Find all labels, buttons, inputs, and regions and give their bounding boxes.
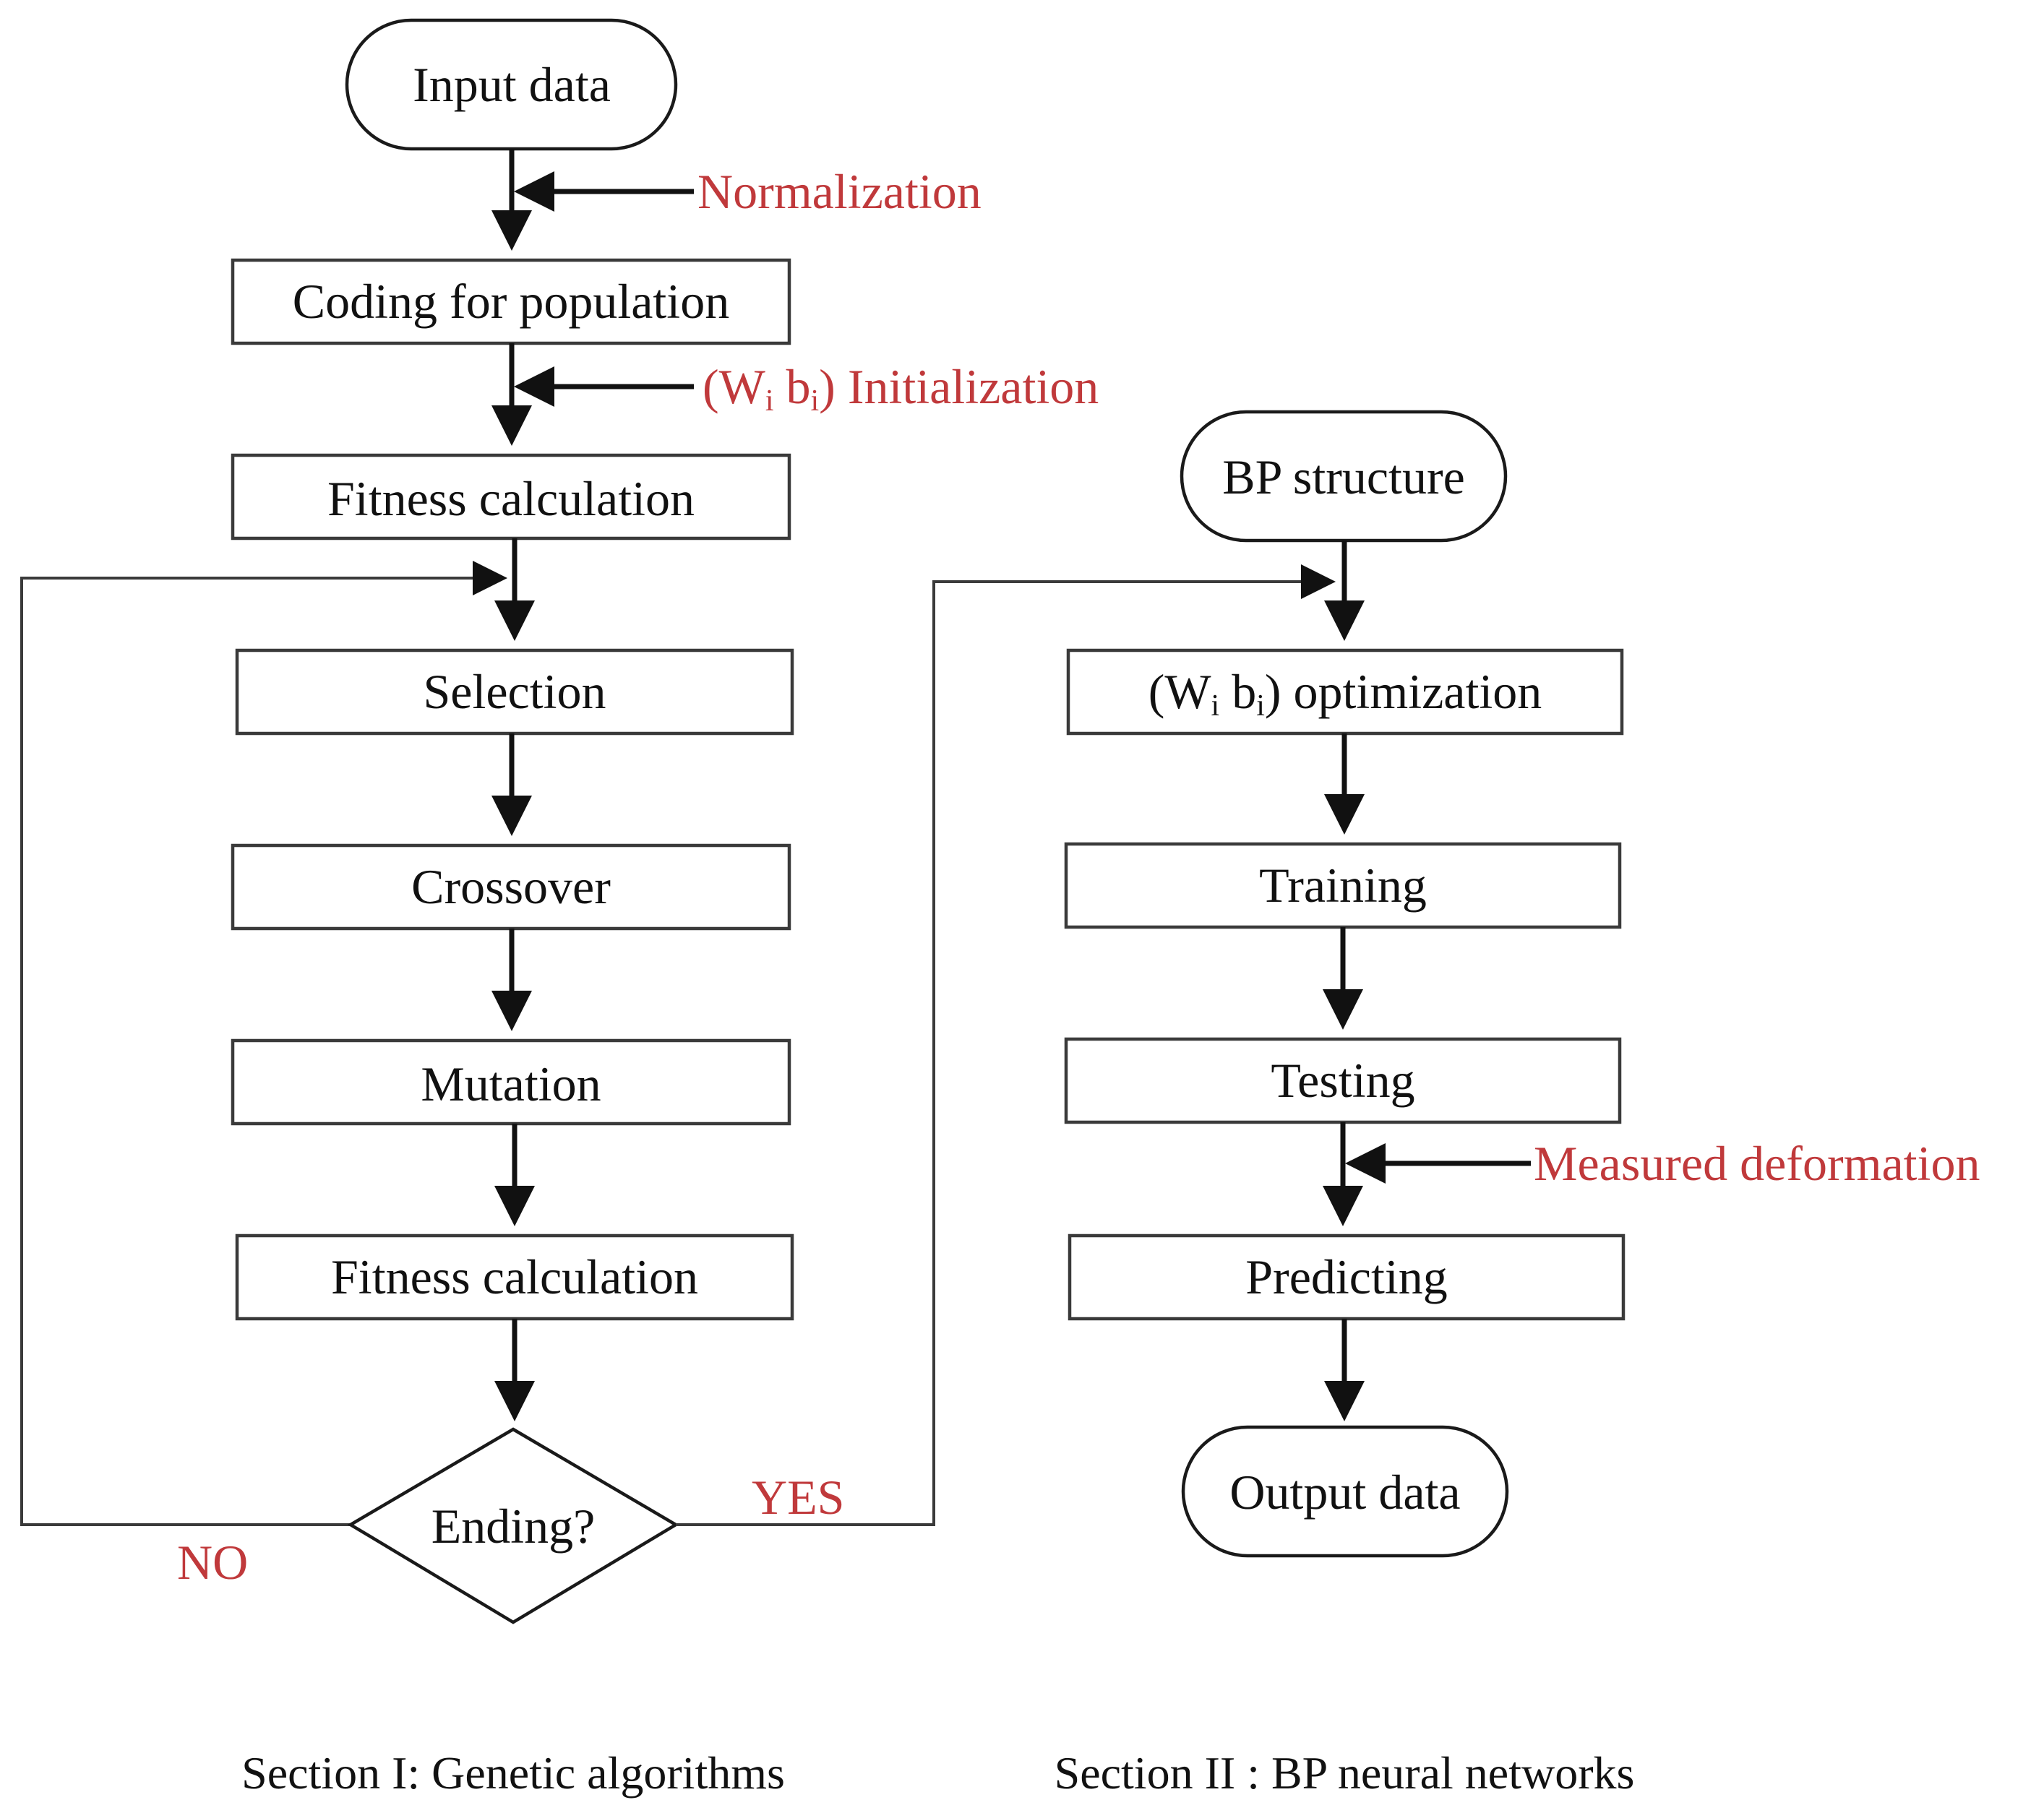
predicting-label: Predicting [1245, 1249, 1448, 1304]
input-data-label: Input data [413, 57, 611, 112]
coding-for-population-box [231, 258, 791, 345]
optimization-label: (Wi bi) optimization [1148, 664, 1542, 723]
section-2-caption: Section II : BP neural networks [1055, 1747, 1635, 1799]
testing-label: Testing [1271, 1053, 1414, 1108]
no-loop-line [20, 561, 507, 1526]
yes-connector-line [676, 564, 1336, 1526]
ending-decision-label: Ending? [431, 1499, 596, 1554]
mutation-label: Mutation [421, 1056, 601, 1111]
fitness-calculation-label-1: Fitness calculation [327, 471, 695, 526]
initialization-note: (Wi bi) Initialization [703, 359, 1099, 418]
optimization-box [1066, 648, 1624, 736]
selection-label: Selection [423, 664, 606, 719]
fitness-calculation-box-1 [231, 453, 791, 541]
no-label: NO [177, 1535, 248, 1590]
crossover-box [231, 843, 791, 931]
selection-box [235, 648, 794, 736]
testing-box [1064, 1037, 1622, 1124]
fitness-calculation-label-2: Fitness calculation [331, 1249, 698, 1304]
normalization-note: Normalization [697, 164, 982, 219]
training-label: Training [1259, 858, 1427, 913]
output-data-label: Output data [1229, 1465, 1460, 1520]
output-data-terminal [1181, 1425, 1509, 1558]
ending-decision-diamond [347, 1427, 679, 1624]
coding-for-population-label: Coding for population [293, 274, 729, 329]
yes-label: YES [752, 1470, 844, 1525]
section-1-caption: Section I: Genetic algorithms [241, 1747, 785, 1799]
crossover-label: Crossover [411, 859, 611, 914]
predicting-box [1068, 1233, 1626, 1321]
bp-structure-label: BP structure [1222, 449, 1465, 504]
measured-deformation-note: Measured deformation [1534, 1136, 1980, 1191]
training-box [1064, 842, 1622, 929]
mutation-box [231, 1038, 791, 1126]
